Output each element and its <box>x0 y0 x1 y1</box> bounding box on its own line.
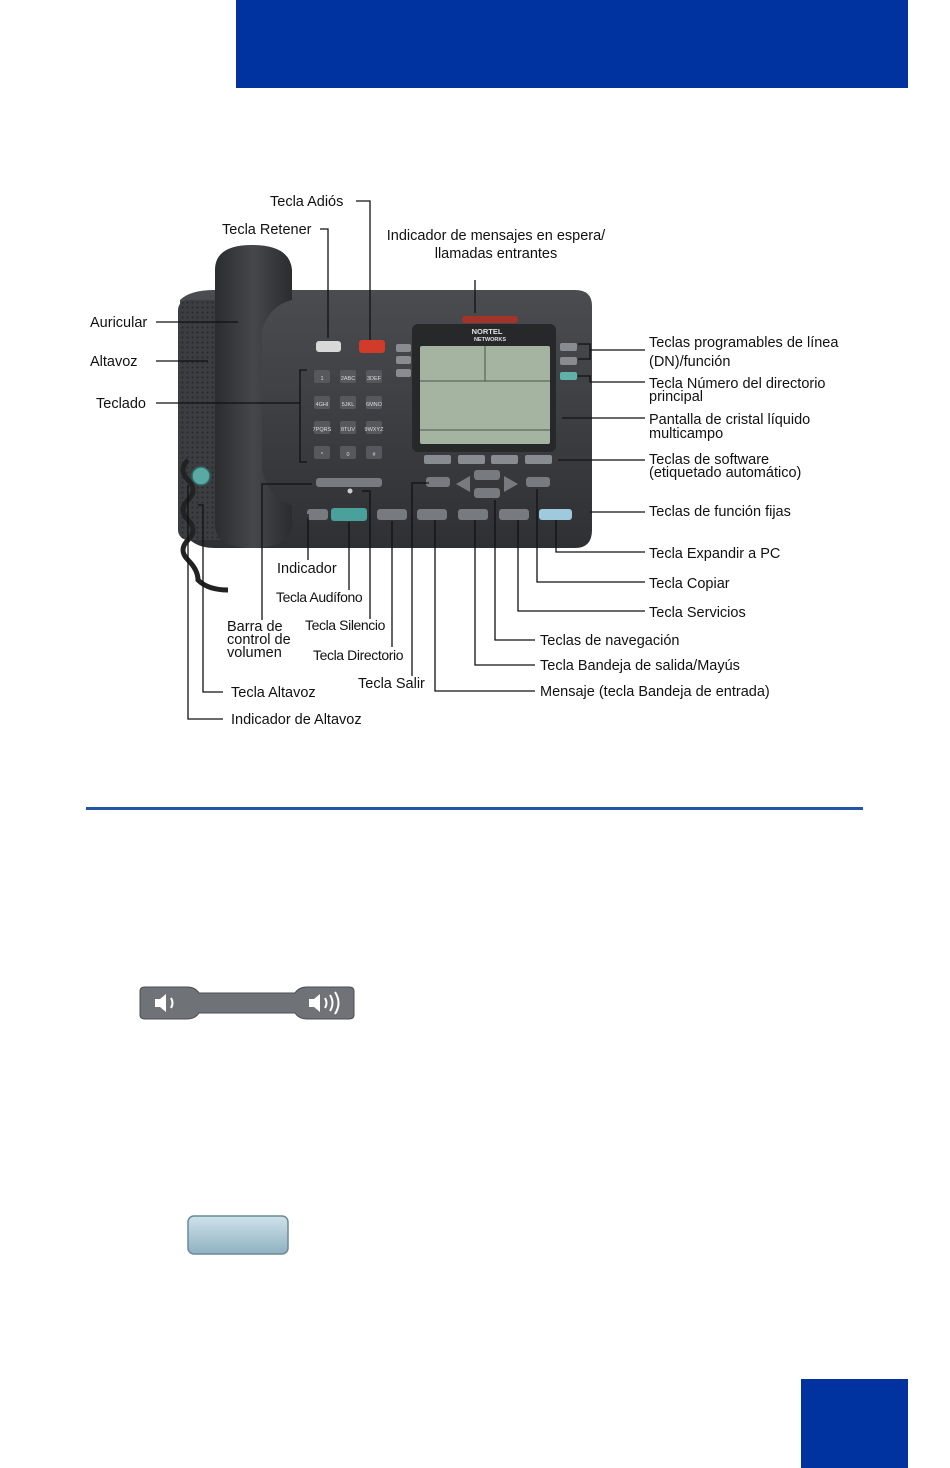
label-teclas-programables-2: (DN)/función <box>649 354 730 370</box>
label-tecla-retener: Tecla Retener <box>222 222 312 238</box>
label-tecla-servicios: Tecla Servicios <box>649 605 746 621</box>
expand-to-pc-key-icon <box>187 1215 289 1255</box>
left-line-key-1 <box>396 344 411 352</box>
outbox-key <box>458 509 488 520</box>
speaker-key <box>307 509 328 520</box>
left-line-key-3 <box>396 369 411 377</box>
svg-text:5JKL: 5JKL <box>342 402 355 408</box>
label-indicador-altavoz: Indicador de Altavoz <box>231 712 362 728</box>
label-barra-3: volumen <box>227 645 282 661</box>
lcd-screen <box>420 346 550 444</box>
label-tecla-salir: Tecla Salir <box>358 676 425 692</box>
label-teclas-programables-1: Teclas programables de línea <box>649 335 839 351</box>
callout-labels: Tecla Adiós Tecla Retener Indicador de m… <box>90 194 839 728</box>
label-teclas-software-1: Teclas de software <box>649 452 769 468</box>
svg-text:6MNO: 6MNO <box>366 402 383 408</box>
label-teclas-software-2: (etiquetado automático) <box>649 465 801 481</box>
svg-text:2ABC: 2ABC <box>341 376 355 382</box>
quit-key <box>426 477 450 487</box>
label-teclado: Teclado <box>96 396 146 412</box>
svg-text:*: * <box>321 452 324 458</box>
label-barra-1: Barra de <box>227 619 283 635</box>
label-auricular: Auricular <box>90 315 147 331</box>
brand-logo-line2: NETWORKS <box>474 337 506 343</box>
svg-text:0: 0 <box>346 452 349 458</box>
services-key <box>499 509 529 520</box>
label-tecla-silencio: Tecla Silencio <box>305 617 386 633</box>
headset-key <box>331 508 367 521</box>
label-pantalla-1: Pantalla de cristal líquido <box>649 412 810 428</box>
header-bar <box>236 0 908 88</box>
nav-down <box>474 488 500 498</box>
label-indicador-mensajes-1: Indicador de mensajes en espera/ <box>387 228 606 244</box>
leader-lines <box>156 200 645 720</box>
label-tecla-audifono: Tecla Audífono <box>276 589 363 605</box>
nav-left <box>456 476 470 492</box>
svg-text:3DEF: 3DEF <box>367 376 382 382</box>
speaker-indicator-icon <box>191 466 211 486</box>
right-line-key-1 <box>560 343 577 351</box>
label-tecla-altavoz: Tecla Altavoz <box>231 685 316 701</box>
primary-dn-key <box>560 372 577 380</box>
copy-key <box>526 477 550 487</box>
label-tecla-directorio: Tecla Directorio <box>313 647 404 663</box>
volume-bar <box>316 478 382 487</box>
page-number-tab <box>801 1379 908 1468</box>
svg-text:8TUV: 8TUV <box>341 427 355 433</box>
message-waiting-lamp <box>462 316 518 323</box>
label-tecla-adios: Tecla Adiós <box>270 194 343 210</box>
svg-text:#: # <box>372 452 376 458</box>
expand-key <box>539 509 572 520</box>
label-tecla-bandeja-salida: Tecla Bandeja de salida/Mayús <box>540 658 740 674</box>
goodbye-key <box>359 340 385 353</box>
phone-illustration: NORTEL NETWORKS 1 2ABC 3DEF 4GHI 5JKL 6M… <box>178 245 592 593</box>
soft-key-1 <box>424 455 451 464</box>
label-tecla-copiar: Tecla Copiar <box>649 576 730 592</box>
right-line-key-2 <box>560 357 577 365</box>
section-divider <box>86 807 863 810</box>
soft-key-2 <box>458 455 485 464</box>
inbox-key <box>417 509 447 520</box>
status-indicator <box>347 488 353 494</box>
hold-key <box>316 341 341 352</box>
label-teclas-navegacion: Teclas de navegación <box>540 633 679 649</box>
keypad: 1 2ABC 3DEF 4GHI 5JKL 6MNO 7PQRS 8TUV 9W… <box>313 370 384 459</box>
label-mensaje-bandeja-entrada: Mensaje (tecla Bandeja de entrada) <box>540 684 770 700</box>
soft-key-4 <box>525 455 552 464</box>
volume-control-bar-icon <box>139 986 355 1020</box>
svg-text:9WXYZ: 9WXYZ <box>365 427 385 433</box>
nav-up <box>474 470 500 480</box>
label-pantalla-2: multicampo <box>649 426 723 442</box>
handset-cord <box>180 458 229 593</box>
left-line-key-2 <box>396 356 411 364</box>
nav-right <box>504 476 518 492</box>
handset <box>215 245 292 548</box>
label-indicador-mensajes-2: llamadas entrantes <box>435 246 558 262</box>
label-teclas-funcion-fijas: Teclas de función fijas <box>649 504 791 520</box>
label-barra-2: control de <box>227 632 291 648</box>
label-tecla-expandir: Tecla Expandir a PC <box>649 546 780 562</box>
label-tecla-numero-1: Tecla Número del directorio <box>649 376 826 392</box>
label-indicador: Indicador <box>277 561 337 577</box>
svg-text:4GHI: 4GHI <box>316 402 329 408</box>
directory-key <box>377 509 407 520</box>
label-tecla-numero-2: principal <box>649 389 703 405</box>
label-altavoz: Altavoz <box>90 354 138 370</box>
soft-key-3 <box>491 455 518 464</box>
svg-text:7PQRS: 7PQRS <box>313 427 332 433</box>
svg-text:1: 1 <box>320 376 323 382</box>
brand-logo-line1: NORTEL <box>472 327 503 336</box>
